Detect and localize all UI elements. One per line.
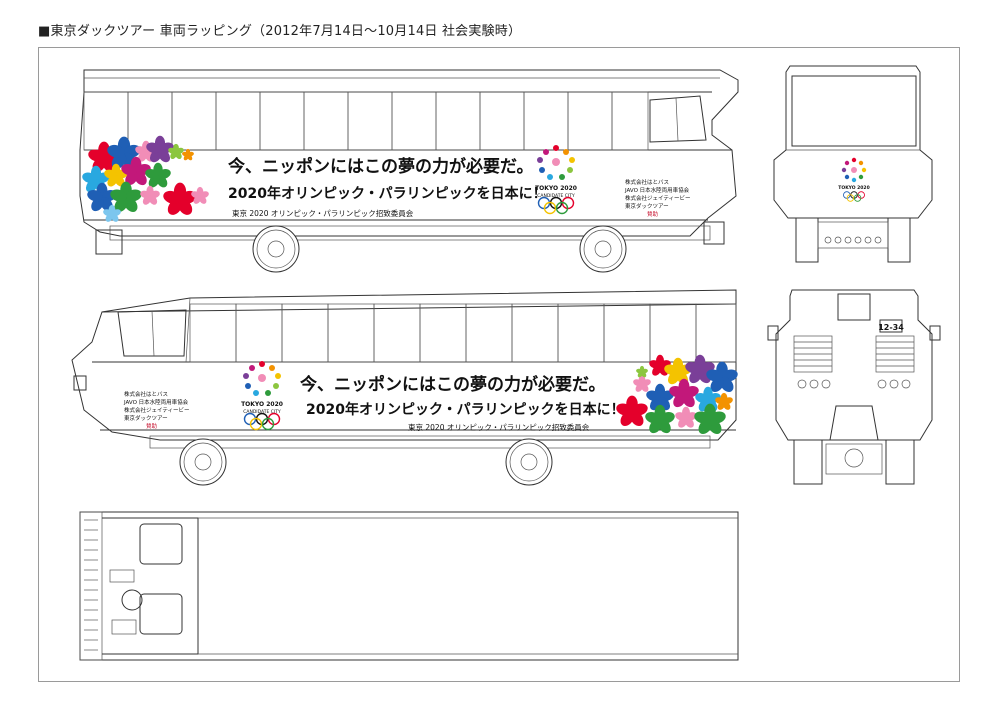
tokyo-2020-logo: TOKYO 2020 CANDIDATE CITY xyxy=(535,145,577,215)
front-view: TOKYO 2020 xyxy=(773,65,933,263)
sponsor-badge: 賛助 xyxy=(647,210,659,218)
flower-cluster-right xyxy=(80,135,210,224)
sponsor-badge-left: 賛助 xyxy=(146,422,158,430)
sponsor-2: JAVO 日本水陸両用車協会 xyxy=(624,186,690,194)
logo-main-text-front: TOKYO 2020 xyxy=(838,185,869,191)
sponsor-2-left: JAVO 日本水陸両用車協会 xyxy=(123,398,189,406)
sponsor-3: 株式会社ジェイティービー xyxy=(625,194,691,202)
rear-view: 12-34 xyxy=(767,289,941,485)
sponsor-1: 株式会社はとバス xyxy=(625,178,669,186)
olympic-rings-icon-2 xyxy=(243,412,281,431)
sponsor-list-right: 株式会社はとバス JAVO 日本水陸両用車協会 株式会社ジェイティービー 東京ダ… xyxy=(624,178,691,218)
sponsor-3-left: 株式会社ジェイティービー xyxy=(124,406,190,414)
committee-text: 東京 2020 オリンピック・パラリンピック招致委員会 xyxy=(232,208,414,218)
top-view xyxy=(79,511,739,661)
tokyo-2020-logo-2: TOKYO 2020 CANDIDATE CITY xyxy=(241,361,283,431)
subline-text: 2020年オリンピック・パラリンピックを日本に！ xyxy=(228,185,547,202)
sponsor-4-left: 東京ダックツアー xyxy=(124,414,168,422)
headline-text-2: 今、ニッポンにはこの夢の力が必要だ。 xyxy=(300,374,606,395)
logo-sub-text: CANDIDATE CITY xyxy=(537,193,575,199)
logo-sub-text-2: CANDIDATE CITY xyxy=(243,409,281,415)
page-title: ■東京ダックツアー 車両ラッピング（2012年7月14日〜10月14日 社会実験… xyxy=(38,24,522,39)
sponsor-1-left: 株式会社はとバス xyxy=(124,390,168,398)
logo-main-text: TOKYO 2020 xyxy=(535,185,577,192)
committee-text-2: 東京 2020 オリンピック・パラリンピック招致委員会 xyxy=(408,422,590,432)
plate-number: 12-34 xyxy=(878,323,904,332)
logo-main-text-2: TOKYO 2020 xyxy=(241,401,283,408)
license-plate xyxy=(879,319,903,333)
sponsor-list-left: 株式会社はとバス JAVO 日本水陸両用車協会 株式会社ジェイティービー 東京ダ… xyxy=(123,390,190,430)
olympic-rings-icon-front xyxy=(843,191,865,202)
headline-text: 今、ニッポンにはこの夢の力が必要だ。 xyxy=(228,156,534,177)
drawing-frame xyxy=(38,47,960,682)
side-view-right: 今、ニッポンにはこの夢の力が必要だ。 2020年オリンピック・パラリンピックを日… xyxy=(79,69,739,273)
flower-cluster-left xyxy=(614,354,740,437)
subline-text-2: 2020年オリンピック・パラリンピックを日本に！ xyxy=(306,401,625,418)
sponsor-4: 東京ダックツアー xyxy=(625,202,669,210)
tokyo-2020-logo-front: TOKYO 2020 xyxy=(838,157,870,202)
side-view-left: 今、ニッポンにはこの夢の力が必要だ。 2020年オリンピック・パラリンピックを日… xyxy=(71,289,740,486)
